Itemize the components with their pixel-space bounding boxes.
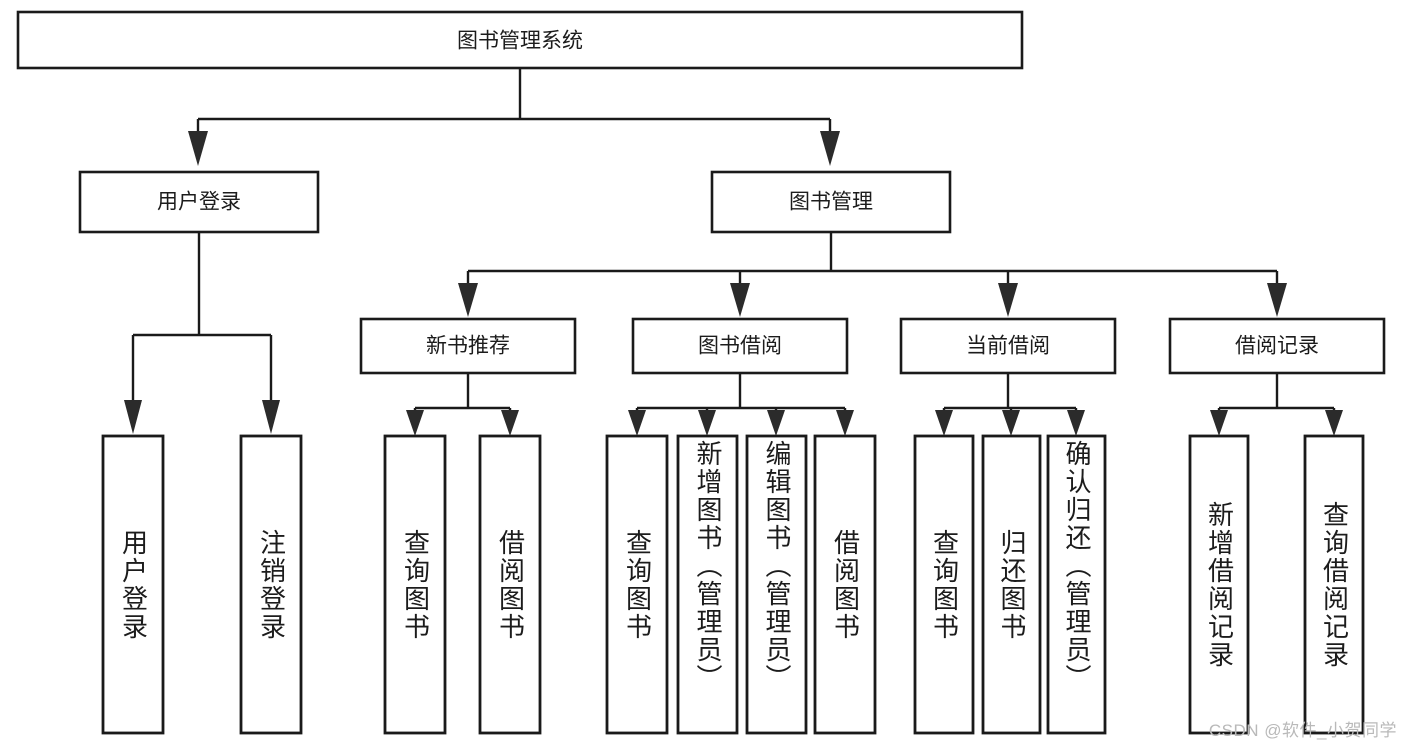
node-book-management-rect[interactable] bbox=[710, 170, 952, 234]
leaf-rect-user-login-1[interactable] bbox=[101, 434, 165, 735]
arrowhead-to-new-book bbox=[458, 283, 478, 317]
node-user-login-label: 用户登录 bbox=[157, 191, 241, 214]
node-borrow-record-rect[interactable] bbox=[1168, 317, 1386, 375]
node-root-label: 图书管理系统 bbox=[457, 30, 583, 53]
node-root-rect[interactable] bbox=[16, 10, 1024, 70]
leaf-rect-bookborrow-4[interactable] bbox=[813, 434, 877, 735]
node-book-borrow-label: 图书借阅 bbox=[698, 335, 782, 358]
arrowhead-leaf-bookborrow-3 bbox=[767, 410, 785, 436]
arrowhead-leaf-borrowrecord-2 bbox=[1325, 410, 1343, 436]
node-book-borrow-rect[interactable] bbox=[631, 317, 849, 375]
node-new-book-recommend[interactable]: 新书推荐 bbox=[359, 317, 577, 375]
node-book-management[interactable]: 图书管理 bbox=[710, 170, 952, 234]
leaf-rect-bookborrow-3[interactable] bbox=[745, 434, 808, 735]
leaf-rect-borrowrecord-2[interactable] bbox=[1303, 434, 1365, 735]
arrowhead-leaf-currentborrow-3 bbox=[1067, 410, 1085, 436]
arrowhead-leaf-bookborrow-4 bbox=[836, 410, 854, 436]
node-book-management-label: 图书管理 bbox=[789, 191, 873, 214]
node-new-book-recommend-rect[interactable] bbox=[359, 317, 577, 375]
csdn-watermark: CSDN @软件_小贺同学 bbox=[1208, 721, 1397, 740]
arrowhead-to-book-management bbox=[820, 131, 840, 166]
leaf-rect-bookborrow-1[interactable] bbox=[605, 434, 669, 735]
arrowhead-leaf-bookborrow-2 bbox=[698, 410, 716, 436]
leaf-rect-bookborrow-2[interactable] bbox=[676, 434, 739, 735]
leaf-rect-newbook-2[interactable] bbox=[478, 434, 542, 735]
node-borrow-record-label: 借阅记录 bbox=[1235, 335, 1319, 358]
leaf-rect-currentborrow-2[interactable] bbox=[981, 434, 1042, 735]
leaf-rect-user-login-2[interactable] bbox=[239, 434, 303, 735]
arrowhead-leaf-currentborrow-2 bbox=[1002, 410, 1020, 436]
arrowhead-to-borrow-record bbox=[1267, 283, 1287, 317]
leaf-rect-currentborrow-1[interactable] bbox=[913, 434, 975, 735]
leaf-rect-newbook-1[interactable] bbox=[383, 434, 447, 735]
node-current-borrow[interactable]: 当前借阅 bbox=[899, 317, 1117, 375]
node-user-login[interactable]: 用户登录 bbox=[78, 170, 320, 234]
node-root[interactable]: 图书管理系统 bbox=[16, 10, 1024, 70]
node-current-borrow-label: 当前借阅 bbox=[966, 335, 1050, 358]
arrowhead-leaf-borrowrecord-1 bbox=[1210, 410, 1228, 436]
arrowhead-leaf-bookborrow-1 bbox=[628, 410, 646, 436]
leaf-rect-borrowrecord-1[interactable] bbox=[1188, 434, 1250, 735]
arrowhead-to-book-borrow bbox=[730, 283, 750, 317]
arrowhead-to-user-login bbox=[188, 131, 208, 166]
node-borrow-record[interactable]: 借阅记录 bbox=[1168, 317, 1386, 375]
node-new-book-recommend-label: 新书推荐 bbox=[426, 335, 510, 358]
arrowhead-leaf-user-login-2 bbox=[262, 400, 280, 434]
node-current-borrow-rect[interactable] bbox=[899, 317, 1117, 375]
leaf-rect-currentborrow-3[interactable] bbox=[1046, 434, 1107, 735]
arrowhead-leaf-currentborrow-1 bbox=[935, 410, 953, 436]
arrowhead-leaf-newbook-2 bbox=[501, 410, 519, 436]
arrowhead-leaf-newbook-1 bbox=[406, 410, 424, 436]
node-book-borrow[interactable]: 图书借阅 bbox=[631, 317, 849, 375]
arrowhead-leaf-user-login-1 bbox=[124, 400, 142, 434]
arrowhead-to-current-borrow bbox=[998, 283, 1018, 317]
